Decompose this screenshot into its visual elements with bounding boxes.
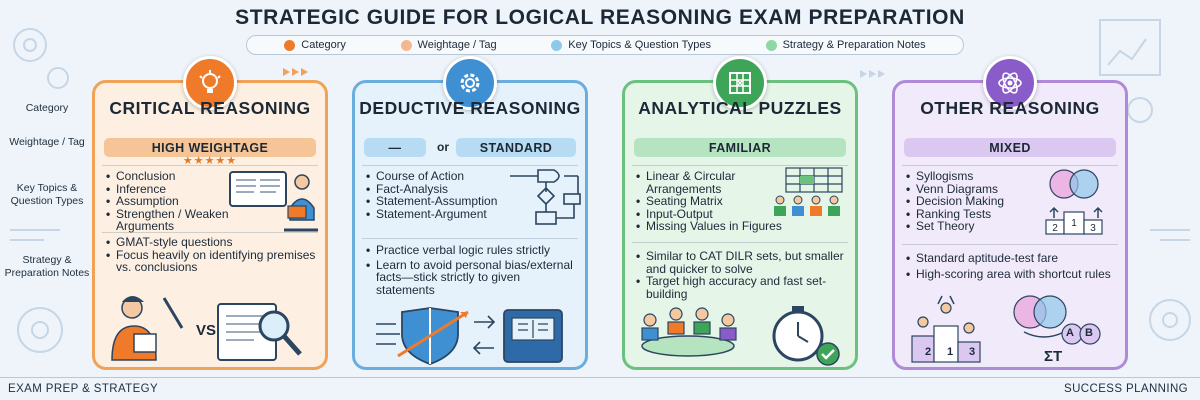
legend-label: Strategy & Preparation Notes [782,39,926,51]
list-item: Learn to avoid personal bias/external fa… [366,258,582,297]
list-item: Linear & Circular Arrangements [636,170,782,195]
list-item: Input-Output [636,207,782,221]
row-label-notes: Strategy & Preparation Notes [4,254,90,279]
weightage-tag: MIXED [904,138,1116,157]
list-item: Similar to CAT DILR sets, but smaller an… [636,250,850,275]
notes-list: Similar to CAT DILR sets, but smaller an… [636,250,850,300]
legend-label: Category [301,39,346,51]
divider [102,165,318,166]
list-item: Syllogisms [906,170,1036,183]
footer-left-text: EXAM PREP & STRATEGY [8,383,159,395]
list-item: Ranking Tests [906,207,1036,221]
topics-list: Syllogisms Venn Diagrams Decision Making… [906,170,1036,233]
or-label: or [437,140,449,154]
divider [632,242,848,243]
legend-item-category: Category [284,39,346,51]
svg-text:1: 1 [1071,218,1077,229]
card-title: CRITICAL REASONING [109,98,311,118]
card-title: ANALYTICAL PUZZLES [638,98,842,118]
divider [902,165,1118,166]
sigma-t-label: ΣT [1044,348,1063,365]
list-item: Assumption [106,195,226,208]
seating-matrix-illustration [774,167,843,216]
divider [362,165,578,166]
legend-swatch [400,39,412,51]
list-item: Set Theory [906,220,1036,233]
list-item: Practice verbal logic rules strictly [366,244,582,257]
legend-item-notes: Strategy & Preparation Notes [765,39,926,51]
page-title: STRATEGIC GUIDE FOR LOGICAL REASONING EX… [235,6,965,29]
footer-divider [0,377,1200,378]
list-item: High-scoring area with shortcut rules [906,267,1120,281]
person-vs-magnifier-illustration [111,296,302,361]
weightage-tag: FAMILIAR [634,138,846,157]
topics-list: Linear & Circular Arrangements Seating M… [636,170,782,233]
svg-text:2: 2 [1052,223,1058,234]
list-item: Decision Making [906,195,1036,208]
divider [102,232,318,233]
legend-item-topics: Key Topics & Question Types [551,39,711,51]
list-item: Statement-Argument [366,207,516,221]
winners-venn-illustration [911,295,1101,363]
logic-flowchart-icon [510,169,581,225]
divider [362,238,578,239]
legend-swatch [284,39,296,51]
grid-puzzle-icon [713,56,767,110]
card-deductive-reasoning [352,80,588,370]
topics-list: Course of Action Fact-Analysis Statement… [366,170,516,220]
podium-rank: 3 [968,346,976,358]
legend-label: Key Topics & Question Types [568,39,711,51]
svg-text:3: 3 [1090,223,1096,234]
atom-icon [983,56,1037,110]
shield-book-illustration [376,307,563,365]
notes-list: Standard aptitude-test fare High-scoring… [906,252,1120,280]
card-title: OTHER REASONING [920,98,1100,118]
card-title: DEDUCTIVE REASONING [359,98,581,118]
row-label-topics: Key Topics & Question Types [10,182,84,207]
vs-label: VS [196,322,217,339]
legend-item-weightage: Weightage / Tag [400,39,497,51]
list-item: Missing Values in Figures [636,220,826,233]
legend-swatch [551,39,563,51]
list-item: Focus heavily on identifying premises vs… [106,248,320,274]
weightage-tag: HIGH WEIGHTAGE [104,138,316,157]
rating-stars: ★★★★★ [182,155,238,167]
list-item: Course of Action [366,170,516,183]
podium-labels: 2 1 3 [917,346,983,358]
podium-rank: 2 [924,346,932,358]
row-label-weightage: Weightage / Tag [9,136,85,148]
venn-label-a: A [1066,327,1074,339]
list-item: Fact-Analysis [366,182,516,196]
divider [902,244,1118,245]
gear-icon [443,56,497,110]
venn-podium-icon: 2 1 3 [1045,169,1103,235]
legend-label: Weightage / Tag [417,39,497,51]
list-item: Target high accuracy and fast set-buildi… [636,275,850,300]
notes-list: Practice verbal logic rules strictly Lea… [366,244,582,296]
podium-rank: 1 [946,346,954,358]
list-item: Statement-Assumption [366,195,516,208]
list-item: Standard aptitude-test fare [906,252,1120,265]
weightage-tag: STANDARD [456,138,576,157]
list-item: GMAT-style questions [106,236,320,249]
team-timer-illustration [641,306,840,366]
weightage-tag-alt: — [364,138,426,157]
list-item: Conclusion [106,170,226,183]
venn-label-b: B [1085,327,1093,339]
row-label-category: Category [25,102,69,114]
legend: Category Weightage / Tag Key Topics & Qu… [246,35,964,55]
notes-list: GMAT-style questions Focus heavily on id… [106,236,320,274]
student-reading-illustration [229,171,318,232]
list-item: Strengthen / Weaken Arguments [106,207,266,233]
footer-right-text: SUCCESS PLANNING [1064,383,1188,395]
list-item: Venn Diagrams [906,182,1036,196]
lightbulb-icon [183,56,237,110]
topics-list: Conclusion Inference Assumption Strength… [106,170,229,233]
legend-swatch [765,39,777,51]
list-item: Inference [106,182,226,196]
list-item: Seating Matrix [636,195,782,208]
divider [632,165,848,166]
